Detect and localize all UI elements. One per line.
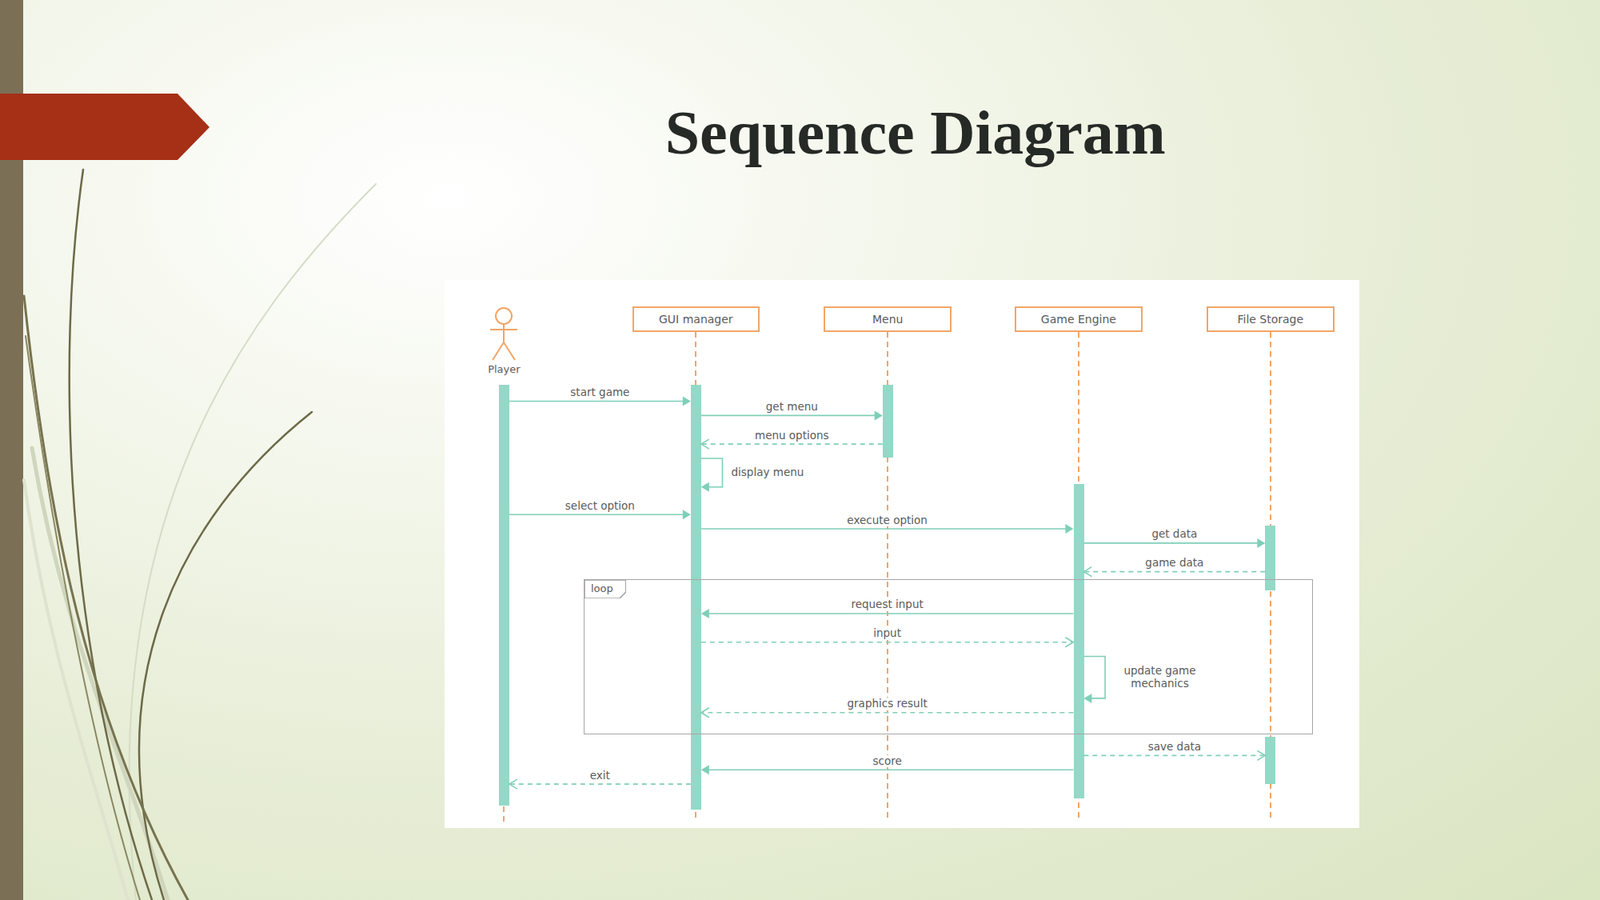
message-label: exit <box>587 769 613 783</box>
self-message-line <box>701 458 723 487</box>
message-line <box>702 442 883 445</box>
message-line <box>509 513 690 515</box>
lifeline-name: GUI manager <box>658 312 734 326</box>
tab-shape <box>584 579 627 599</box>
lifeline-name: File Storage <box>1236 312 1304 326</box>
diagram-panel <box>444 279 1360 828</box>
message-label: request input <box>848 598 926 611</box>
arrow-head <box>874 410 883 420</box>
arrow-head <box>701 608 710 619</box>
loop-tab: loop <box>584 579 627 599</box>
loop-keyword: loop <box>584 579 627 599</box>
message-label: menu options <box>752 429 832 443</box>
message-line <box>702 612 1074 615</box>
loop-frame: loop <box>583 578 1313 735</box>
message-label: score <box>869 754 904 768</box>
message-label: input <box>870 626 904 640</box>
title-arrow <box>0 93 210 160</box>
message-line <box>1083 542 1264 544</box>
actor: Player <box>479 305 528 376</box>
message-line <box>1083 754 1264 757</box>
arrow-head <box>1256 538 1265 548</box>
lifeline-head: Game Engine <box>1014 306 1143 332</box>
self-message-line <box>1083 656 1106 699</box>
arrow-head <box>701 438 710 449</box>
lifeline-head: Menu <box>823 306 952 332</box>
message-label: update game mechanics <box>1111 664 1209 690</box>
message-line <box>701 641 1073 643</box>
message-label: execute option <box>844 514 930 527</box>
message-line <box>701 527 1073 530</box>
arrow-head <box>509 778 518 789</box>
lifeline-head: GUI manager <box>632 306 761 332</box>
lifeline-name: Game Engine <box>1041 312 1117 326</box>
arrow-head <box>1256 750 1265 760</box>
message-label: get data <box>1149 527 1200 541</box>
message-line <box>702 711 1074 714</box>
message-label: display menu <box>729 466 807 479</box>
slide-title: Sequence Diagram <box>665 96 1166 169</box>
actor-name: Player <box>487 363 520 376</box>
arrow-head <box>1065 637 1074 647</box>
message-arrow <box>1083 656 1106 703</box>
arrow-head <box>682 509 691 519</box>
message-label: game data <box>1142 556 1206 570</box>
arrow-head <box>701 707 710 718</box>
arrow-head <box>682 396 691 407</box>
message-line <box>701 414 882 417</box>
stick-figure <box>487 305 520 364</box>
message-label: graphics result <box>844 697 930 711</box>
lifeline-head: File Storage <box>1206 306 1335 332</box>
message-line <box>510 782 691 785</box>
message-label: select option <box>562 499 638 513</box>
message-line <box>702 768 1074 771</box>
arrow-head <box>1065 523 1074 534</box>
arrow-head <box>701 482 710 492</box>
message-label: save data <box>1145 740 1204 754</box>
message-label: get menu <box>763 400 821 414</box>
message-label: start game <box>567 386 632 400</box>
lifeline-name: Menu <box>872 312 903 326</box>
message-line <box>1085 570 1265 573</box>
arrow-head <box>1083 693 1092 703</box>
arrow-head <box>701 764 710 775</box>
message-arrow <box>701 458 723 492</box>
message-line <box>509 400 690 403</box>
arrow-head <box>1083 566 1092 577</box>
